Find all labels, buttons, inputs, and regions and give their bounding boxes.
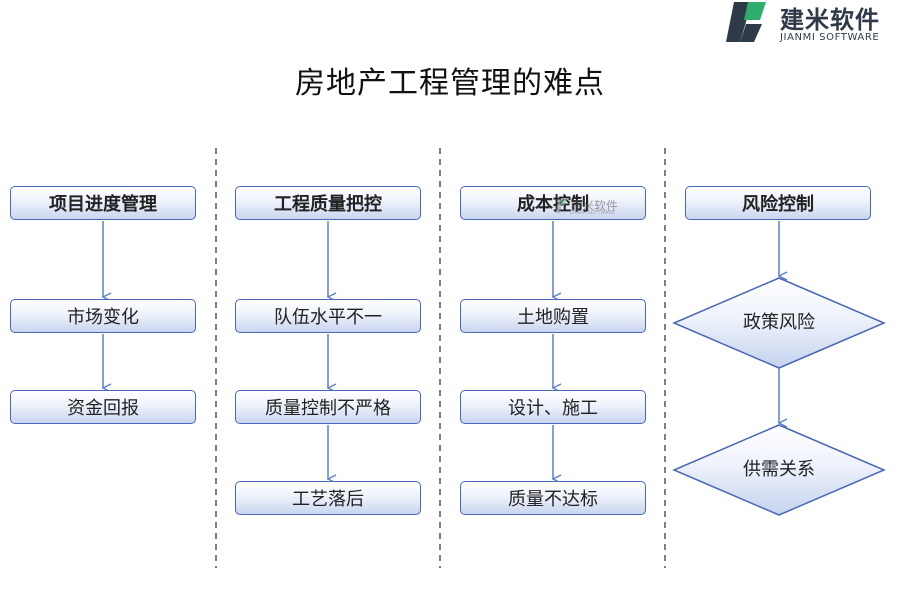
decision-diamond: [672, 424, 886, 516]
column-header-schedule: 项目进度管理: [10, 186, 196, 220]
watermark-brand-en: JIANMI SOFTWARE: [570, 210, 616, 216]
page-title: 房地产工程管理的难点: [295, 66, 605, 101]
logo-brand-en: JIANMI SOFTWARE: [780, 32, 880, 43]
flow-node: 质量不达标: [460, 481, 646, 515]
logo-brand-cn: 建米软件: [780, 6, 880, 34]
flow-node: 工艺落后: [235, 481, 421, 515]
column-header-quality: 工程质量把控: [235, 186, 421, 220]
diamond-label: 供需关系: [743, 459, 815, 480]
decision-diamond: [672, 277, 886, 369]
flow-node: 队伍水平不一: [235, 299, 421, 333]
flow-node: 资金回报: [10, 390, 196, 424]
flow-node: 市场变化: [10, 299, 196, 333]
watermark-brand-cn: 建米软件: [570, 199, 619, 213]
logo-mark-icon: [726, 2, 766, 42]
flow-node: 土地购置: [460, 299, 646, 333]
brand-logo: 建米软件 JIANMI SOFTWARE: [726, 0, 900, 46]
watermark: 建米软件 JIANMI SOFTWARE: [556, 197, 626, 219]
column-header-cost: 成本控制: [460, 186, 646, 220]
column-header-risk: 风险控制: [685, 186, 871, 220]
flow-node: 质量控制不严格: [235, 390, 421, 424]
diamond-label: 政策风险: [743, 312, 815, 333]
flow-node: 设计、施工: [460, 390, 646, 424]
watermark-logo-icon: [556, 199, 567, 213]
